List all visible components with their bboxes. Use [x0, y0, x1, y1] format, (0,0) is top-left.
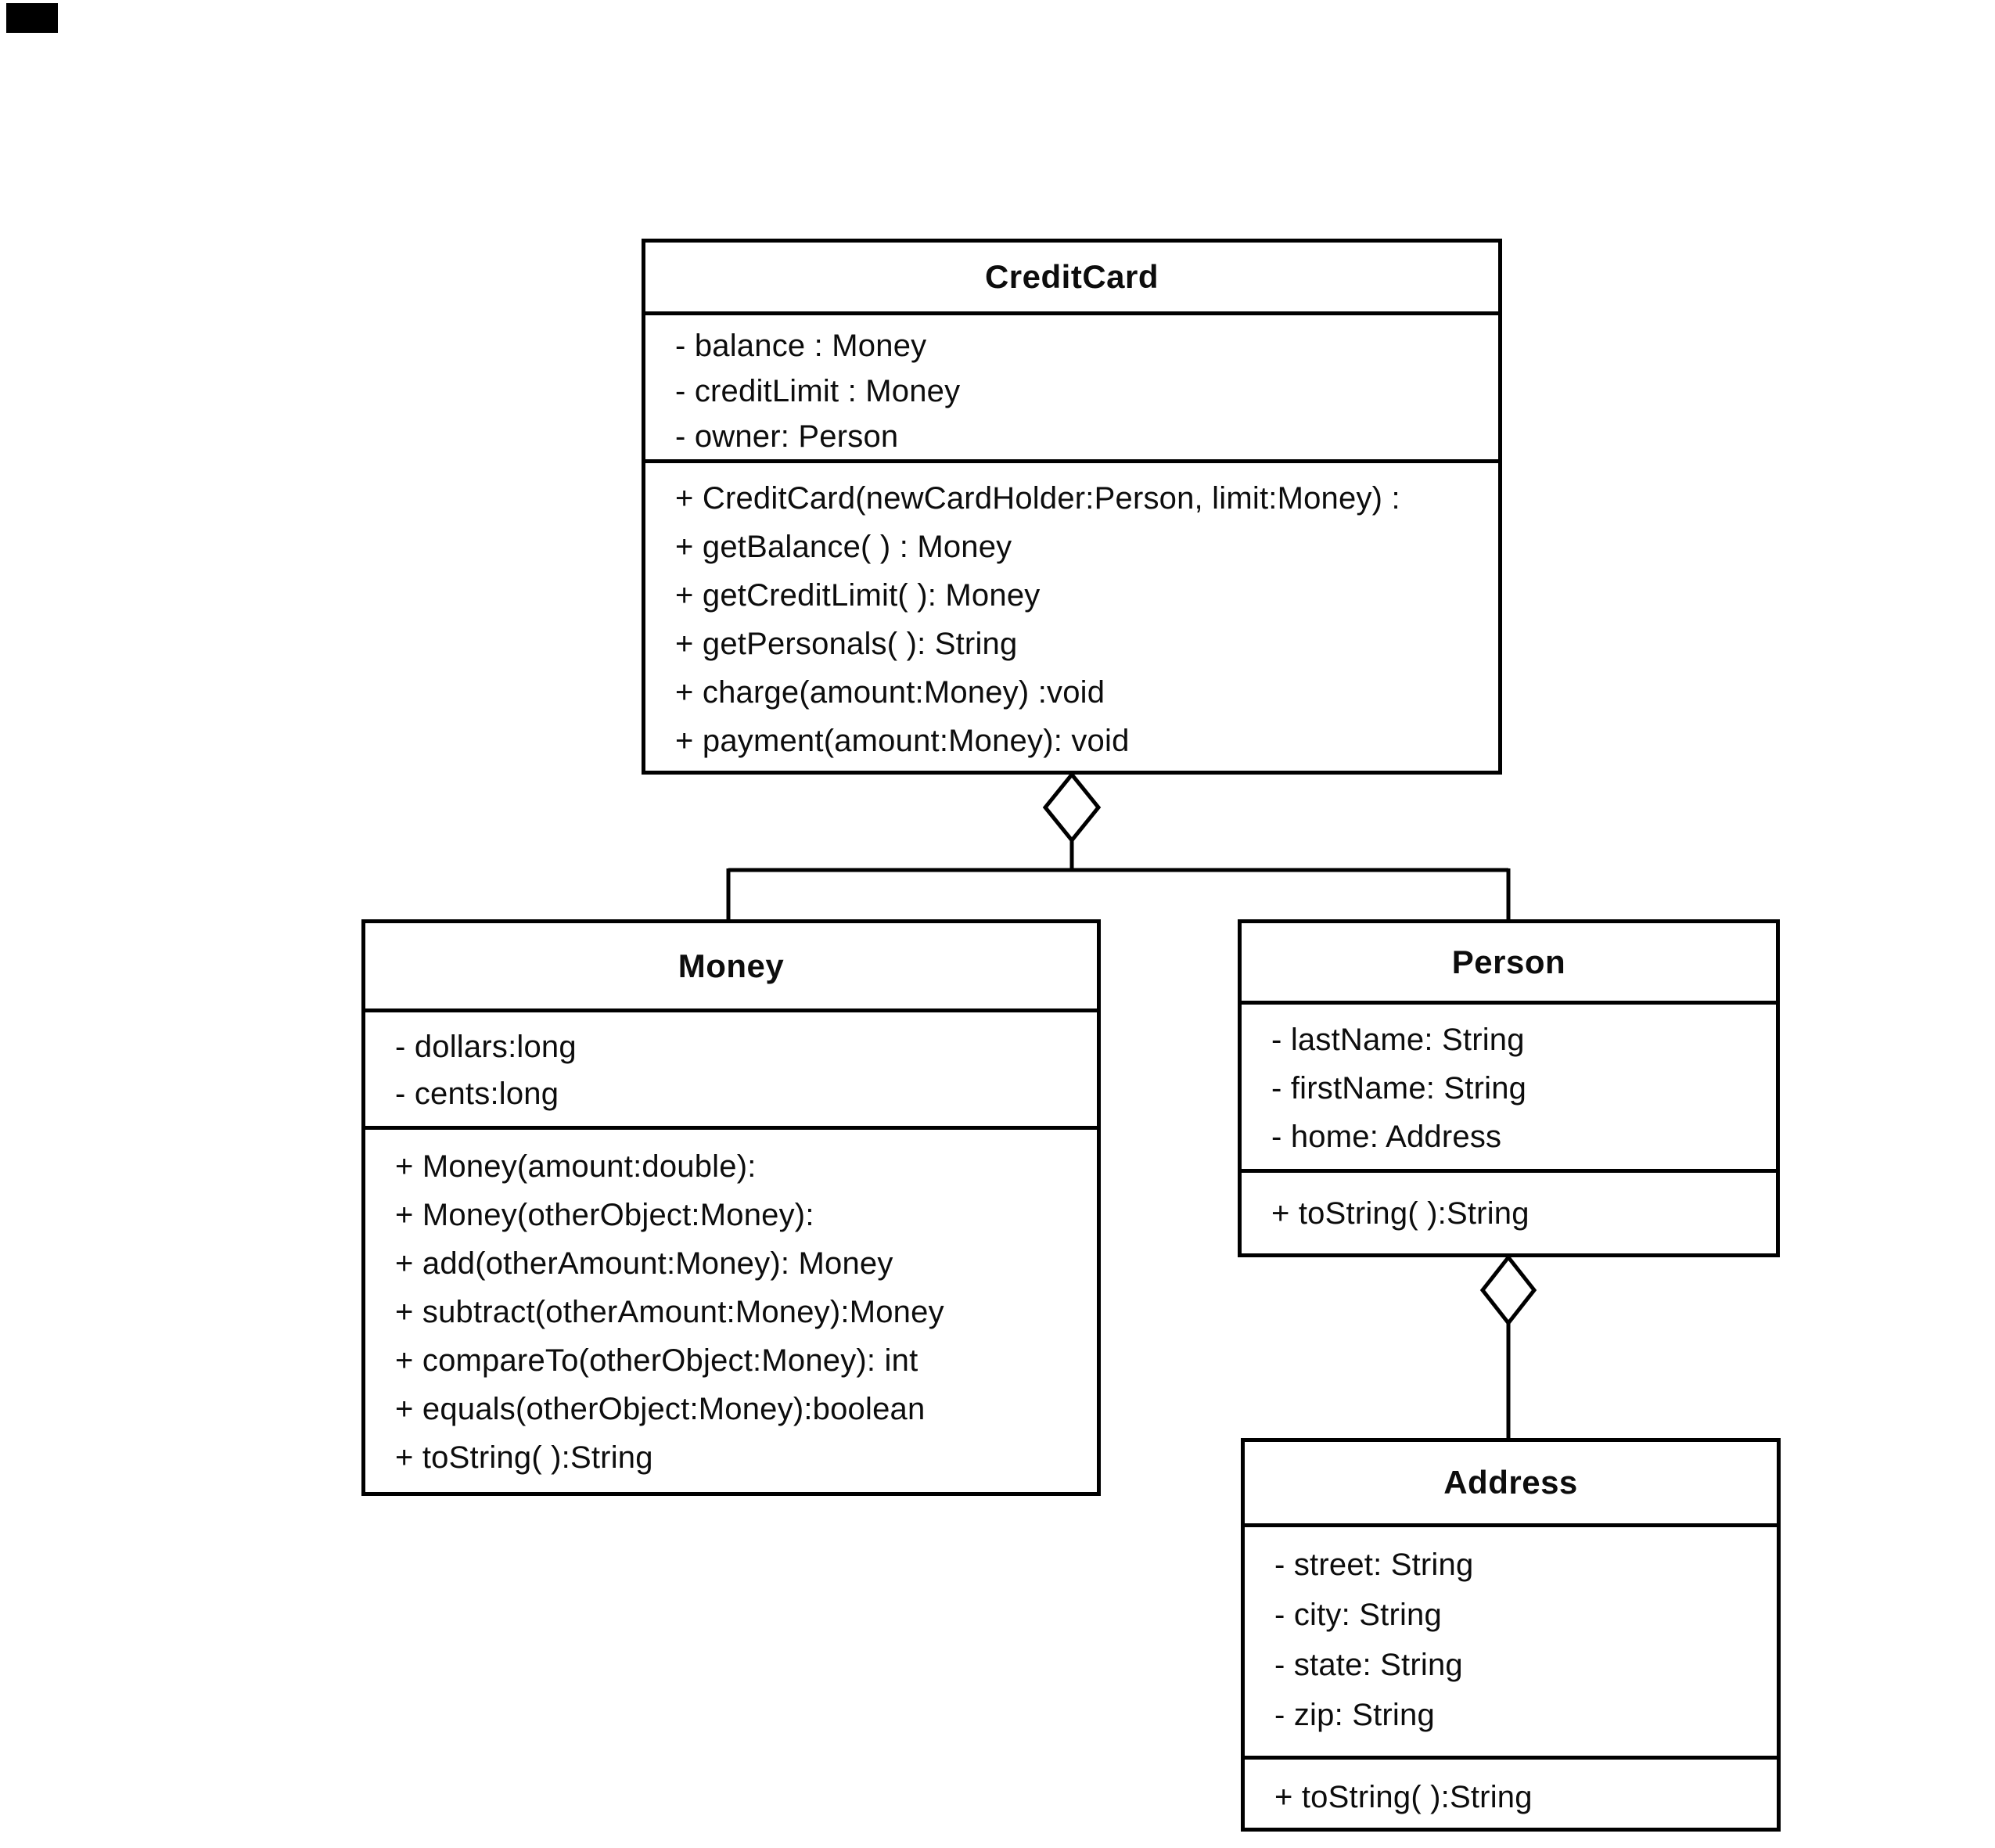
methods-section-address: + toString( ):String [1245, 1756, 1777, 1828]
attribute-line: - firstName: String [1271, 1071, 1527, 1106]
attribute-line: - owner: Person [675, 419, 899, 454]
attribute-line: - lastName: String [1271, 1023, 1525, 1057]
method-line: + getCreditLimit( ): Money [675, 578, 1041, 613]
attribute-line: - home: Address [1271, 1120, 1502, 1154]
attributes-section-person: - lastName: String - firstName: String - h… [1242, 1001, 1776, 1169]
method-line: + getBalance( ) : Money [675, 530, 1012, 564]
method-line: + payment(amount:Money): void [675, 724, 1130, 758]
class-box-address: Address - street: String- city: String- … [1241, 1438, 1781, 1832]
method-line: + equals(otherObject:Money):boolean [395, 1392, 926, 1426]
class-title-money: Money [678, 947, 785, 984]
method-line: + getPersonals( ): String [675, 627, 1018, 661]
class-title-address: Address [1443, 1464, 1578, 1501]
class-title-creditcard: CreditCard [984, 258, 1159, 295]
methods-section-person: + toString( ):String [1242, 1169, 1776, 1253]
attribute-line: - city: String [1274, 1598, 1442, 1632]
attribute-line: - creditLimit : Money [675, 374, 961, 408]
aggregation-diamond-creditcard [1042, 771, 1102, 843]
methods-section-creditcard: + CreditCard(newCardHolder:Person, limit… [645, 459, 1498, 771]
method-line: + CreditCard(newCardHolder:Person, limit… [675, 481, 1400, 516]
method-line: + compareTo(otherObject:Money): int [395, 1343, 918, 1378]
method-line: + toString( ):String [1274, 1780, 1533, 1814]
methods-section-money: + Money(amount:double): + Money(otherObje… [365, 1126, 1097, 1492]
attributes-section-money: - dollars:long - cents:long [365, 1008, 1097, 1126]
attribute-line: - state: String [1274, 1648, 1463, 1682]
attribute-line: - dollars:long [395, 1030, 577, 1064]
attributes-section-address: - street: String - city: String - state: S… [1245, 1523, 1777, 1756]
attribute-line: - balance : Money [675, 329, 927, 363]
attributes-section-creditcard: - balance : Money - creditLimit : Money - … [645, 311, 1498, 459]
method-line: + charge(amount:Money) :void [675, 675, 1105, 710]
aggregation-diamond-person [1479, 1253, 1537, 1327]
attribute-line: - street: String [1274, 1548, 1474, 1582]
method-line: + toString( ):String [395, 1440, 653, 1475]
attribute-line: - cents:long [395, 1077, 559, 1111]
class-title-person: Person [1451, 943, 1566, 980]
method-line: + subtract(otherAmount:Money):Money [395, 1295, 944, 1329]
scan-artifact-mark [6, 3, 58, 33]
class-box-person: Person - lastName: String - firstName: St… [1238, 919, 1780, 1257]
method-line: + add(otherAmount:Money): Money [395, 1246, 893, 1281]
class-box-creditcard: CreditCard - balance : Money - creditLimi… [642, 239, 1502, 775]
class-box-money: Money - dollars:long - cents:long + Money… [361, 919, 1101, 1496]
attribute-line: - zip: String [1274, 1698, 1435, 1732]
method-line: + toString( ):String [1271, 1196, 1530, 1231]
method-line: + Money(otherObject:Money): [395, 1198, 814, 1232]
method-line: + Money(amount:double): [395, 1149, 757, 1184]
